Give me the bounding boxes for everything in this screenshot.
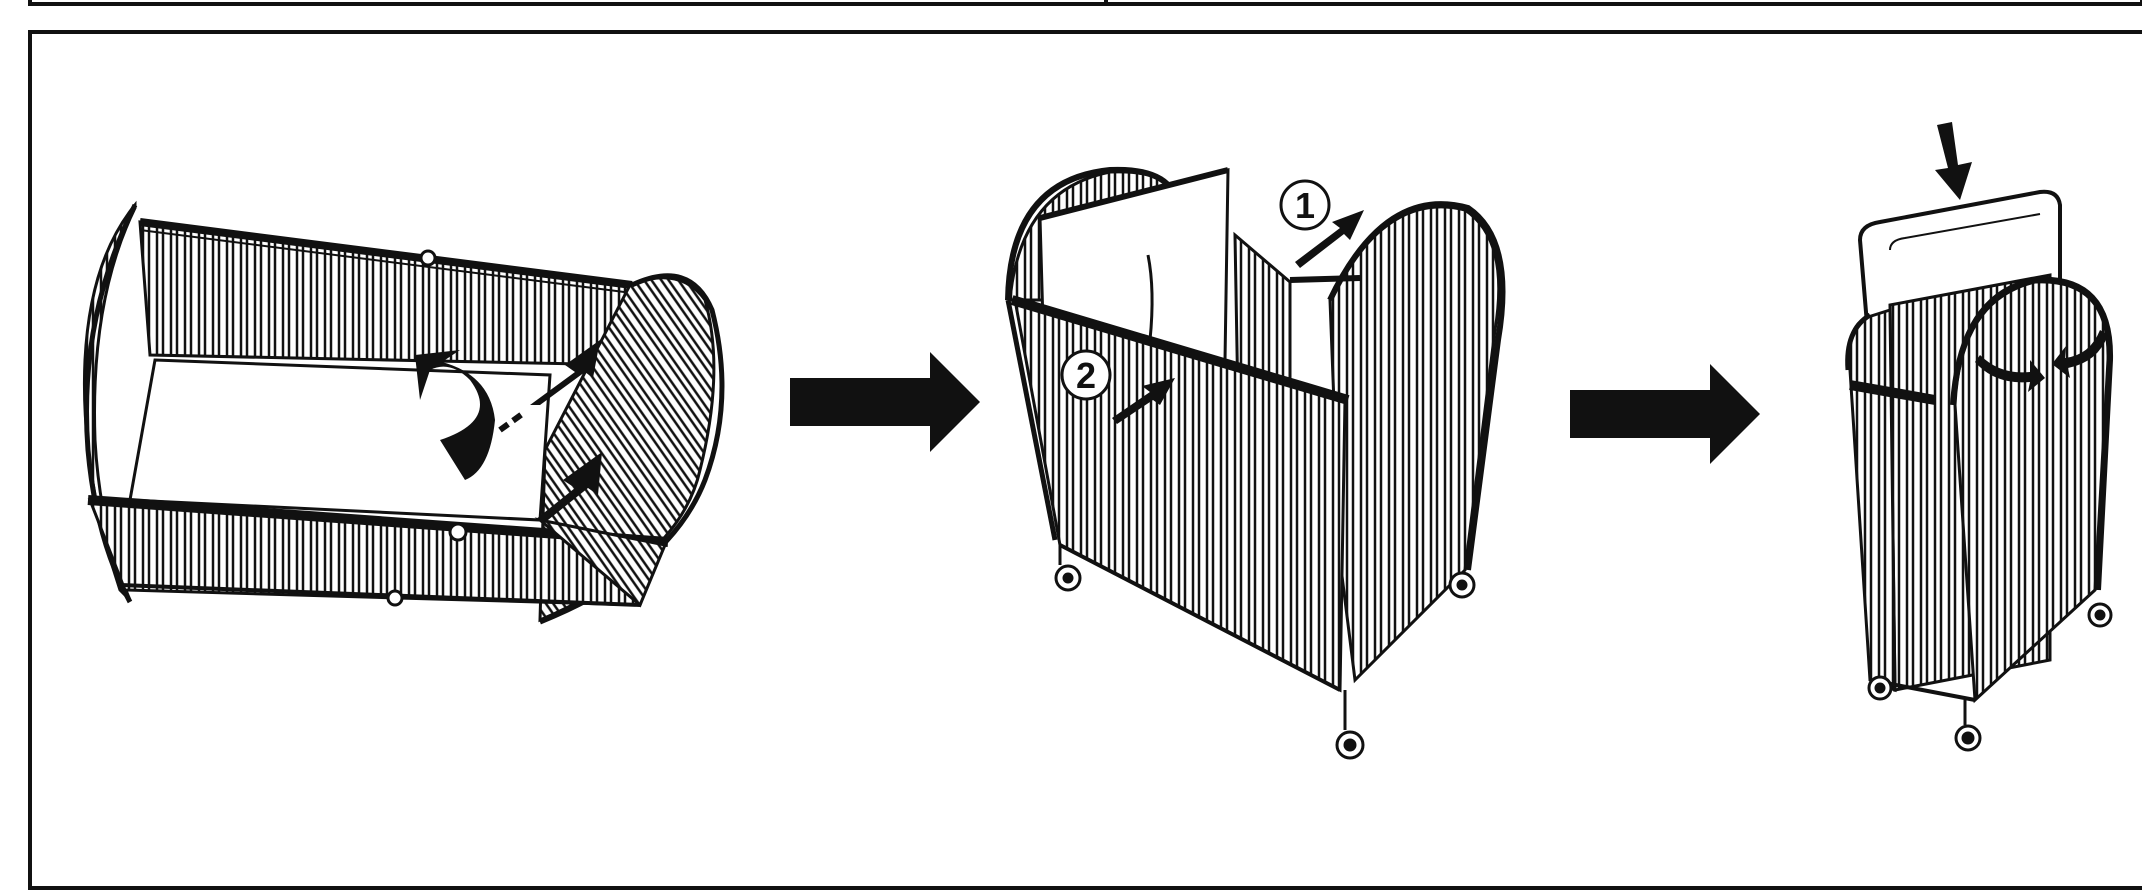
curved-rotate-arrow-icon — [415, 350, 495, 480]
callout-2: 2 — [1060, 349, 1175, 424]
push-arrow-icon — [498, 340, 602, 520]
down-arrow-icon — [1935, 122, 1972, 200]
push-arrow-icon — [1295, 210, 1364, 268]
crib-fully-folded — [1845, 189, 2114, 752]
svg-text:2: 2 — [1076, 355, 1096, 396]
next-step-arrow-icon — [790, 352, 980, 452]
crib-open-flat — [82, 200, 725, 625]
push-arrow-icon — [1112, 378, 1175, 424]
top-right-panel-edge — [1104, 0, 2142, 6]
svg-text:1: 1 — [1295, 185, 1315, 226]
crib-partially-folded — [1005, 166, 1506, 760]
next-step-arrow-icon — [1570, 364, 1760, 464]
callout-1: 1 — [1279, 179, 1364, 268]
curved-fold-arrow-icon — [1975, 330, 2108, 392]
